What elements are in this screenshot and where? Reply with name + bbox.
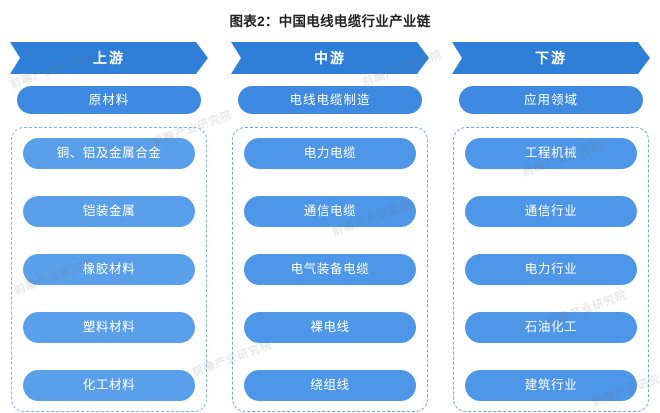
page-title: 图表2：中国电线电缆行业产业链 — [229, 14, 431, 29]
list-item[interactable]: 电气装备电缆 — [244, 254, 416, 285]
list-item[interactable]: 电力电缆 — [244, 138, 416, 169]
banner-downstream: 下游 — [452, 42, 650, 74]
head-pill-midstream[interactable]: 电线电缆制造 — [238, 86, 422, 114]
list-item[interactable]: 裸电线 — [244, 312, 416, 343]
head-pill-upstream[interactable]: 原材料 — [17, 86, 201, 114]
head-pill-downstream[interactable]: 应用领域 — [459, 86, 643, 114]
list-item[interactable]: 橡胶材料 — [23, 254, 195, 285]
arrow-banner-icon — [231, 42, 429, 74]
list-item[interactable]: 塑料材料 — [23, 312, 195, 343]
list-item[interactable]: 铠装金属 — [23, 196, 195, 227]
column-upstream: 上游 原材料 铜、铝及金属合金 铠装金属 橡胶材料 塑料材料 化工材料 — [10, 42, 208, 412]
list-item[interactable]: 化工材料 — [23, 370, 195, 401]
column-downstream: 下游 应用领域 工程机械 通信行业 电力行业 石油化工 建筑行业 — [452, 42, 650, 412]
list-item[interactable]: 电力行业 — [465, 254, 637, 285]
list-item[interactable]: 通信行业 — [465, 196, 637, 227]
arrow-banner-icon — [10, 42, 208, 74]
arrow-banner-icon — [452, 42, 650, 74]
list-item[interactable]: 铜、铝及金属合金 — [23, 138, 195, 169]
group-downstream: 工程机械 通信行业 电力行业 石油化工 建筑行业 — [453, 127, 649, 412]
banner-label-downstream: 下游 — [535, 50, 567, 66]
list-item[interactable]: 石油化工 — [465, 312, 637, 343]
list-item[interactable]: 通信电缆 — [244, 196, 416, 227]
group-upstream: 铜、铝及金属合金 铠装金属 橡胶材料 塑料材料 化工材料 — [11, 127, 207, 412]
list-item[interactable]: 工程机械 — [465, 138, 637, 169]
group-midstream: 电力电缆 通信电缆 电气装备电缆 裸电线 绕组线 — [232, 127, 428, 412]
list-item[interactable]: 绕组线 — [244, 370, 416, 401]
column-midstream: 中游 电线电缆制造 电力电缆 通信电缆 电气装备电缆 裸电线 绕组线 — [231, 42, 429, 412]
banner-label-midstream: 中游 — [314, 50, 346, 66]
banner-upstream: 上游 — [10, 42, 208, 74]
banner-label-upstream: 上游 — [93, 50, 125, 66]
supply-chain-columns: 上游 原材料 铜、铝及金属合金 铠装金属 橡胶材料 塑料材料 化工材料 中游 电… — [0, 42, 660, 412]
banner-midstream: 中游 — [231, 42, 429, 74]
list-item[interactable]: 建筑行业 — [465, 370, 637, 401]
